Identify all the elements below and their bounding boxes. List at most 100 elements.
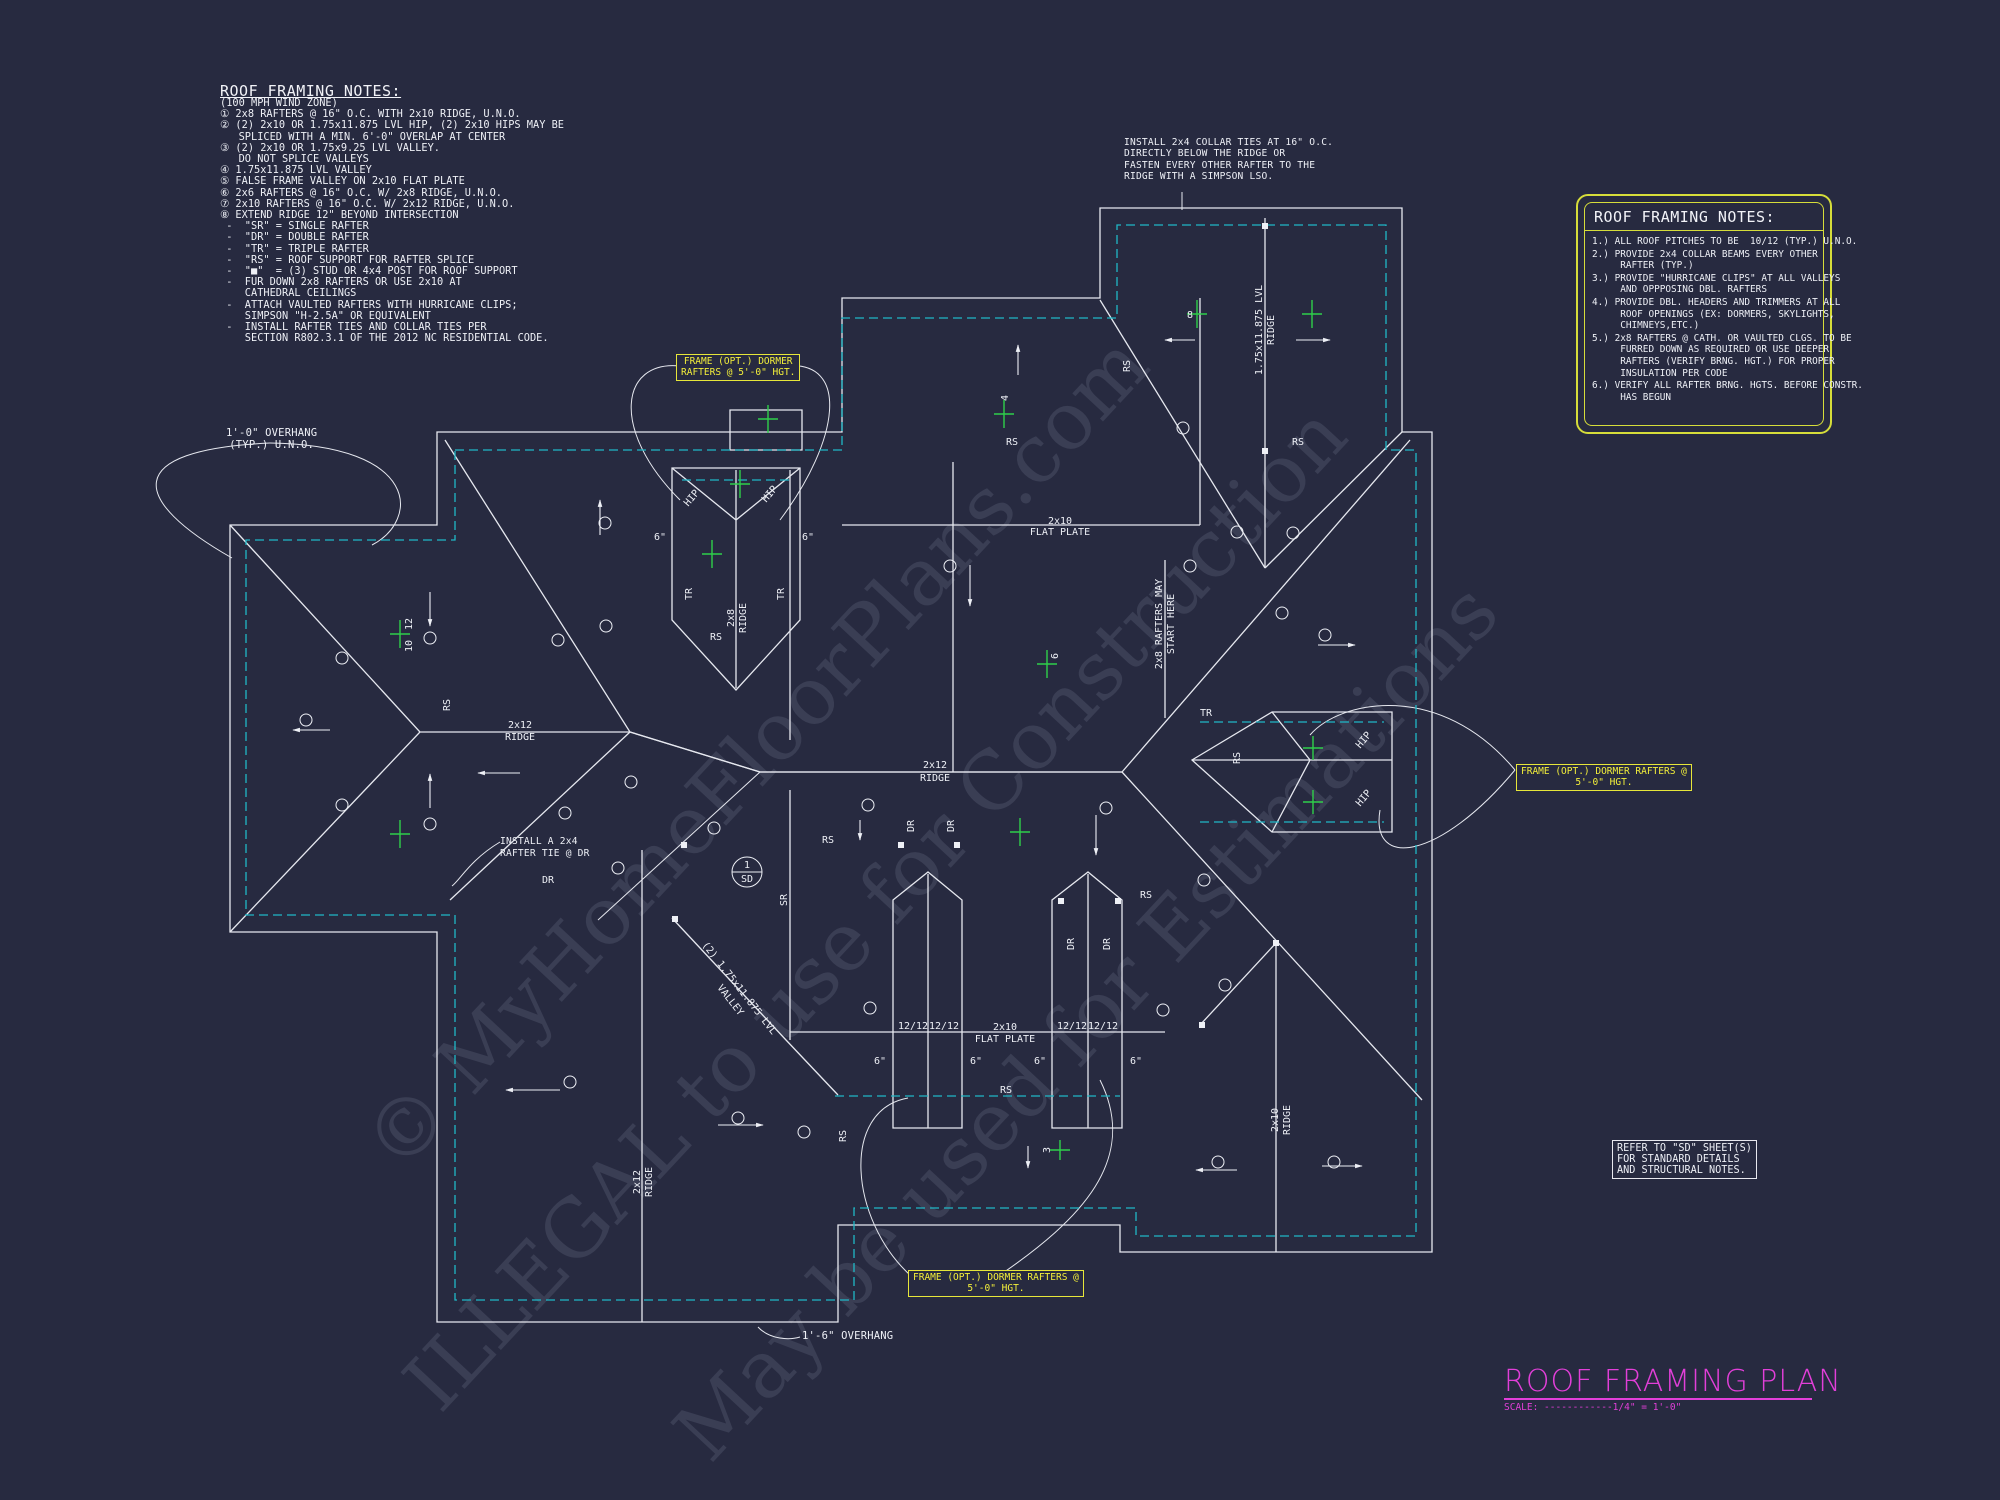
pitch-c: 6 <box>1050 653 1061 659</box>
note-line: - "TR" = TRIPLE RAFTER <box>220 242 369 255</box>
hip-label-1: HIP <box>682 488 702 509</box>
note-line: CATHEDRAL CEILINGS <box>220 287 357 300</box>
ridge-size-bottom: 2x12 <box>632 1170 643 1194</box>
note-line: (100 MPH WIND ZONE) <box>220 97 338 109</box>
dormer-callout-top: FRAME (OPT.) DORMER RAFTERS @ 5'-0" HGT. <box>676 354 801 381</box>
flat-plate-size-lower: 2x10 <box>993 1022 1017 1033</box>
notes-right-inner-border <box>1584 202 1824 426</box>
dormer-callout-right: FRAME (OPT.) DORMER RAFTERS @ 5'-0" HGT. <box>1516 764 1692 791</box>
rs-label-2: RS <box>1292 437 1304 448</box>
rs-vert-3: RS <box>1232 752 1243 764</box>
ridge-label-center: RIDGE <box>920 773 950 784</box>
note-line: - "SR" = SINGLE RAFTER <box>220 220 369 233</box>
tr-vert-2: TR <box>776 587 787 600</box>
lvl-ridge-word: RIDGE <box>1266 315 1277 345</box>
collar-tie-callout: INSTALL 2x4 COLLAR TIES AT 16" O.C. DIRE… <box>1124 137 1334 183</box>
pitch-e: 8 <box>1187 310 1193 321</box>
flat-plate-label: FLAT PLATE <box>1030 527 1090 538</box>
rs-label-3: RS <box>822 835 834 846</box>
note-line: - "■" = (3) STUD OR 4x4 POST FOR ROOF SU… <box>220 265 518 278</box>
ridge-size-right: 2x10 <box>1270 1108 1281 1132</box>
hip-label-4: HIP <box>1354 788 1374 809</box>
note-line: - "DR" = DOUBLE RAFTER <box>220 231 369 244</box>
rs-label-5: RS <box>1140 890 1152 901</box>
note-line: SECTION R802.3.1 OF THE 2012 NC RESIDENT… <box>220 332 549 345</box>
note-line: DO NOT SPLICE VALLEYS <box>220 153 369 166</box>
note-item: 1.) ALL ROOF PITCHES TO BE 10/12 (TYP.) … <box>1592 236 1858 247</box>
pitch-d: 4 <box>1000 395 1011 401</box>
dormer-ridge-word: RIDGE <box>738 603 749 633</box>
note-item: 3.) PROVIDE "HURRICANE CLIPS" AT ALL VAL… <box>1592 272 1841 296</box>
overhang-6-c: 6" <box>874 1056 886 1067</box>
valley-lvl-label: (2) 1.75x11.875 LVL <box>699 940 778 1037</box>
drawing-title: ROOF FRAMING PLAN <box>1504 1364 1842 1399</box>
pitch-a: 12 <box>404 618 415 630</box>
note-line: - "RS" = ROOF SUPPORT FOR RAFTER SPLICE <box>220 253 475 266</box>
ridge-label-left: RIDGE <box>505 732 535 743</box>
note-line: SPLICED WITH A MIN. 6'-0" OVERLAP AT CEN… <box>220 130 506 143</box>
pitch-12-c: 12/12 <box>1057 1021 1087 1032</box>
upper-dormer-outline <box>671 467 801 691</box>
note-line: - ATTACH VAULTED RAFTERS WITH HURRICANE … <box>220 298 518 311</box>
overhang-callout-left: 1'-0" OVERHANG (TYP.) U.N.O. <box>226 427 318 451</box>
note-line: ④ 1.75x11.875 LVL VALLEY <box>220 164 372 177</box>
dr-vert-4: DR <box>1102 937 1113 950</box>
overhang-6-b: 6" <box>802 532 814 543</box>
note-line: ⑤ FALSE FRAME VALLEY ON 2x10 FLAT PLATE <box>220 175 465 188</box>
sr-vert: SR <box>779 893 790 906</box>
tr-label-1: TR <box>1200 708 1213 719</box>
notes-right-title: ROOF FRAMING NOTES: <box>1594 208 1776 226</box>
notes-left-list: (100 MPH WIND ZONE) ① 2x8 RAFTERS @ 16" … <box>220 97 564 345</box>
rs-label-6: RS <box>710 632 722 643</box>
rs-vert-2: RS <box>1122 360 1133 372</box>
pitch-b: 10 <box>404 640 415 652</box>
rs-vert-4: RS <box>838 1130 849 1142</box>
notes-left-title: ROOF FRAMING NOTES: <box>220 82 402 100</box>
rs-label-1: RS <box>1006 437 1018 448</box>
note-item: 5.) 2x8 RAFTERS @ CATH. OR VAULTED CLGS.… <box>1592 332 1852 379</box>
title-underline <box>1504 1398 1812 1400</box>
rs-label-4: RS <box>1000 1085 1012 1096</box>
start-here-label: START HERE <box>1166 594 1177 654</box>
rafters-start-label: 2x8 RAFTERS MAY <box>1154 579 1165 669</box>
notes-right-box: ROOF FRAMING NOTES: 1.) ALL ROOF PITCHES… <box>1576 194 1863 434</box>
overhang-callout-bottom: 1'-6" OVERHANG <box>802 1330 894 1342</box>
pitch-f: 3 <box>1042 1147 1053 1153</box>
note-item: 4.) PROVIDE DBL. HEADERS AND TRIMMERS AT… <box>1592 296 1841 332</box>
note-line: ② (2) 2x10 OR 1.75x11.875 LVL HIP, (2) 2… <box>220 119 564 132</box>
note-line: ⑧ EXTEND RIDGE 12" BEYOND INTERSECTION <box>220 209 459 222</box>
drawing-scale: SCALE: ------------1/4" = 1'-0" <box>1504 1402 1682 1413</box>
note-line: ⑥ 2x6 RAFTERS @ 16" O.C. W/ 2x8 RIDGE, U… <box>220 186 502 199</box>
ridge-size-left: 2x12 <box>508 720 532 731</box>
overhang-6-d: 6" <box>970 1056 982 1067</box>
rafter-tie-callout: INSTALL A 2x4 RAFTER TIE @ DR <box>500 836 590 859</box>
pitch-12-b: 12/12 <box>929 1021 959 1032</box>
overhang-line <box>245 224 1417 1301</box>
lvl-ridge-label: 1.75x11.875 LVL <box>1254 285 1265 375</box>
dr-vert-1: DR <box>906 819 917 832</box>
pitch-12-d: 12/12 <box>1088 1021 1118 1032</box>
left-wing-hips <box>229 524 630 933</box>
overhang-6-e: 6" <box>1034 1056 1046 1067</box>
reference-note: REFER TO "SD" SHEET(S) FOR STANDARD DETA… <box>1612 1140 1757 1179</box>
note-line: SIMPSON "H-2.5A" OR EQUIVALENT <box>220 309 431 322</box>
dormer-callout-bottom: FRAME (OPT.) DORMER RAFTERS @ 5'-0" HGT. <box>908 1270 1084 1297</box>
dr-label-1: DR <box>542 875 555 886</box>
pitch-12-a: 12/12 <box>898 1021 928 1032</box>
ridge-size-center: 2x12 <box>923 760 947 771</box>
lower-valley <box>671 917 839 1096</box>
roof-outline <box>229 207 1433 1323</box>
overhang-6-f: 6" <box>1130 1056 1142 1067</box>
flat-plate-label-lower: FLAT PLATE <box>975 1034 1035 1045</box>
notes-right-list: 1.) ALL ROOF PITCHES TO BE 10/12 (TYP.) … <box>1592 236 1863 404</box>
rs-vert-1: RS <box>442 699 453 711</box>
hip-label-3: HIP <box>1354 730 1374 751</box>
detail-sd: SD <box>741 874 753 885</box>
note-line: ⑦ 2x10 RAFTERS @ 16" O.C. W/ 2x12 RIDGE,… <box>220 197 515 210</box>
note-item: 2.) PROVIDE 2x4 COLLAR BEAMS EVERY OTHER… <box>1592 248 1818 272</box>
flat-plate-size: 2x10 <box>1048 516 1072 527</box>
note-line: ③ (2) 2x10 OR 1.75x9.25 LVL VALLEY. <box>220 141 441 154</box>
right-dormer-outline <box>1190 711 1393 833</box>
bottom-dormer-right <box>1051 871 1123 1129</box>
note-line: - INSTALL RAFTER TIES AND COLLAR TIES PE… <box>220 321 487 334</box>
